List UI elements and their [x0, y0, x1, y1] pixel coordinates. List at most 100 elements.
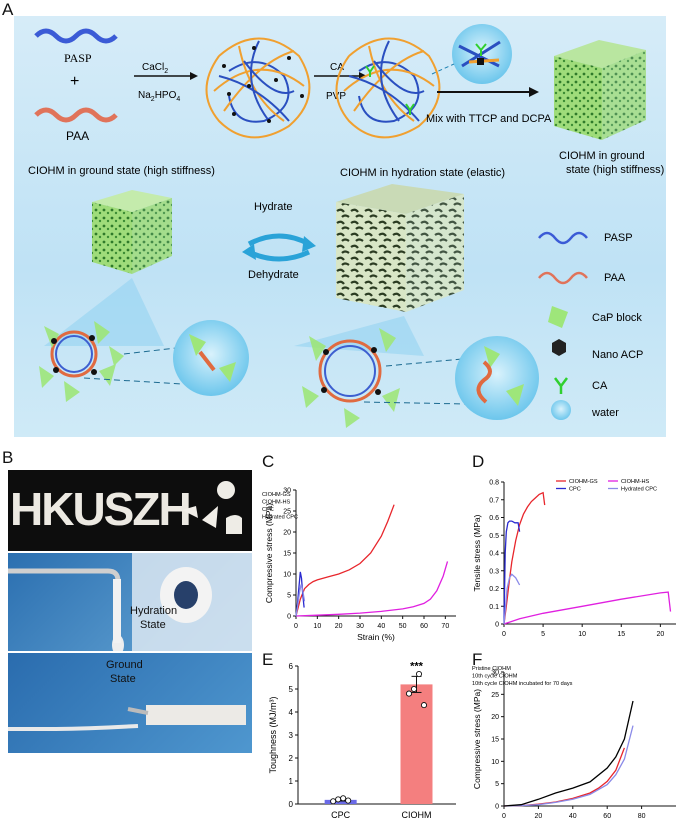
- chart-d-x-tick-label: 5: [541, 631, 545, 638]
- hydration-state-line1: Hydration: [130, 605, 178, 617]
- chart-c-x-tick-label: 30: [356, 623, 364, 630]
- chart-e-data-point: [340, 795, 347, 802]
- chart-e-y-tick-label: 2: [289, 754, 294, 763]
- chart-f-legend-label-1: 10th cycle CIOHM: [472, 674, 518, 680]
- legend-cap-block: CaP block: [592, 312, 642, 324]
- schematic-graphic: PASP + PAA CaCl2 Na2HPO4 CA PVP: [28, 24, 664, 428]
- chart-e-data-point: [410, 685, 418, 693]
- chart-e-data-point: [405, 690, 413, 697]
- chart-d-y-tick-label: 0.6: [489, 515, 499, 522]
- chart-c-y-tick-label: 15: [283, 551, 291, 558]
- chart-e-category-label: CIOHM: [402, 810, 432, 820]
- chart-d-x-axis-label: Strain (%): [571, 640, 609, 642]
- dehydrate-label: Dehydrate: [248, 269, 299, 281]
- chart-c-y-tick-label: 0: [287, 614, 291, 621]
- ground-state-structure: [39, 321, 124, 402]
- chart-e-y-tick-label: 3: [289, 731, 294, 740]
- chart-c-x-tick-label: 70: [441, 623, 449, 630]
- chart-d-legend-label-0: CIOHM-GS: [569, 479, 598, 485]
- photo-letters: HKUSZH: [8, 470, 252, 551]
- chart-e-data-point: [420, 702, 428, 709]
- chart-d-legend-label-3: Hydrated CPC: [621, 487, 657, 493]
- ground-state-cube-top-right: [554, 40, 646, 140]
- panel-label-d: D: [472, 452, 485, 471]
- chart-f-x-tick-label: 60: [603, 813, 611, 820]
- polymer-network-1: [205, 37, 311, 139]
- letters-text: HKUSZH: [10, 483, 192, 535]
- chart-d-y-axis-label: Tensile stress (MPa): [472, 514, 482, 591]
- chart-f-y-tick-label: 25: [491, 692, 499, 699]
- schematic-legend: [538, 231, 588, 420]
- chart-f-series-2: [503, 700, 634, 807]
- chart-e-data-point: [415, 670, 423, 678]
- chart-e-data-point: [330, 798, 337, 805]
- chart-d-x-tick-label: 20: [656, 631, 664, 638]
- chart-e-y-axis-label: Toughness (MJ/m³): [268, 696, 278, 773]
- chart-c-y-tick-label: 30: [283, 488, 291, 495]
- chart-f-y-tick-label: 15: [491, 737, 499, 744]
- step1-reagent-top: CaCl2: [142, 62, 168, 75]
- paa-wave: [34, 107, 118, 123]
- mix-step-label: Mix with TTCP and DCPA: [426, 113, 552, 125]
- ground-zoom-bubble: [173, 320, 249, 396]
- chart-d-legend-label-1: CIOHM-HS: [621, 479, 650, 485]
- dehydrate-arrow: [247, 249, 311, 262]
- chart-f-legend-label-0: Pristine CIOHM: [472, 666, 511, 672]
- hydrate-label: Hydrate: [254, 201, 293, 213]
- chart-d-y-tick-label: 0.3: [489, 568, 499, 575]
- chart-e-significance: ***: [410, 660, 424, 672]
- chart-e-category-label: CPC: [331, 810, 351, 820]
- legend-water: water: [591, 407, 619, 419]
- chart-c-y-tick-label: 20: [283, 530, 291, 537]
- molded-shapes: [182, 481, 242, 534]
- photo-ground-state: Ground State: [8, 653, 252, 753]
- legend-pasp: PASP: [604, 232, 633, 244]
- step1-reagent-bottom: Na2HPO4: [138, 90, 180, 103]
- chart-c-x-tick-label: 10: [313, 623, 321, 630]
- chart-f-y-tick-label: 10: [491, 759, 499, 766]
- chart-f-x-axis-label: Strain (%): [571, 822, 609, 824]
- chart-e-y-tick-label: 4: [289, 708, 294, 717]
- step2-reagent-top: CA: [330, 62, 344, 73]
- ground-state-line1: Ground: [106, 659, 143, 671]
- paa-label: PAA: [66, 129, 89, 143]
- chart-c-series-0: [295, 504, 395, 617]
- chart-f-x-tick-label: 0: [502, 813, 506, 820]
- chart-f-y-tick-label: 0: [495, 804, 499, 811]
- chart-e-bar-ciohm: [400, 684, 433, 804]
- ground-state-cube-left: [92, 190, 172, 274]
- chart-f-y-tick-label: 20: [491, 714, 499, 721]
- chart-c-y-tick-label: 10: [283, 572, 291, 579]
- hydration-state-caption: CIOHM in hydration state (elastic): [340, 167, 505, 179]
- chart-f-legend-label-2: 10th cycle CIOHM incubated for 70 days: [472, 681, 573, 687]
- chart-d-tensile: 0510152000.10.20.30.40.50.60.70.8Strain …: [472, 479, 676, 642]
- pasp-wave: [34, 28, 118, 44]
- photo-hydration-state: Hydration State: [8, 553, 252, 651]
- chart-c-x-tick-label: 20: [335, 623, 343, 630]
- chart-c-y-axis-label: Compressive stress (MPa): [264, 503, 274, 603]
- chart-c-x-tick-label: 0: [294, 623, 298, 630]
- chart-d-series-1: [503, 591, 672, 625]
- legend-paa: PAA: [604, 272, 626, 284]
- hydration-state-line2: State: [140, 619, 166, 631]
- hydrate-arrow: [247, 233, 311, 247]
- chart-e-data-point: [345, 797, 352, 804]
- chart-e-y-tick-label: 1: [289, 777, 294, 786]
- schematic-panel: PASP + PAA CaCl2 Na2HPO4 CA PVP: [14, 16, 666, 437]
- hydration-state-cube: [336, 184, 464, 312]
- chart-d-legend-label-2: CPC: [569, 487, 581, 493]
- panel-label-a: A: [2, 0, 14, 19]
- ground-state-line2: State: [110, 673, 136, 685]
- chart-d-y-tick-label: 0.7: [489, 497, 499, 504]
- chart-f-x-tick-label: 40: [569, 813, 577, 820]
- chart-c-legend-label-2: CPC: [262, 507, 274, 513]
- chart-d-y-tick-label: 0.8: [489, 480, 499, 487]
- chart-f-series-0: [503, 747, 626, 807]
- ground-state-right-line1: CIOHM in ground: [559, 150, 645, 162]
- chart-f-x-tick-label: 20: [535, 813, 543, 820]
- chart-f-y-tick-label: 30: [491, 670, 499, 677]
- pasp-label: PASP: [64, 51, 92, 65]
- hydration-state-structure: [302, 328, 400, 428]
